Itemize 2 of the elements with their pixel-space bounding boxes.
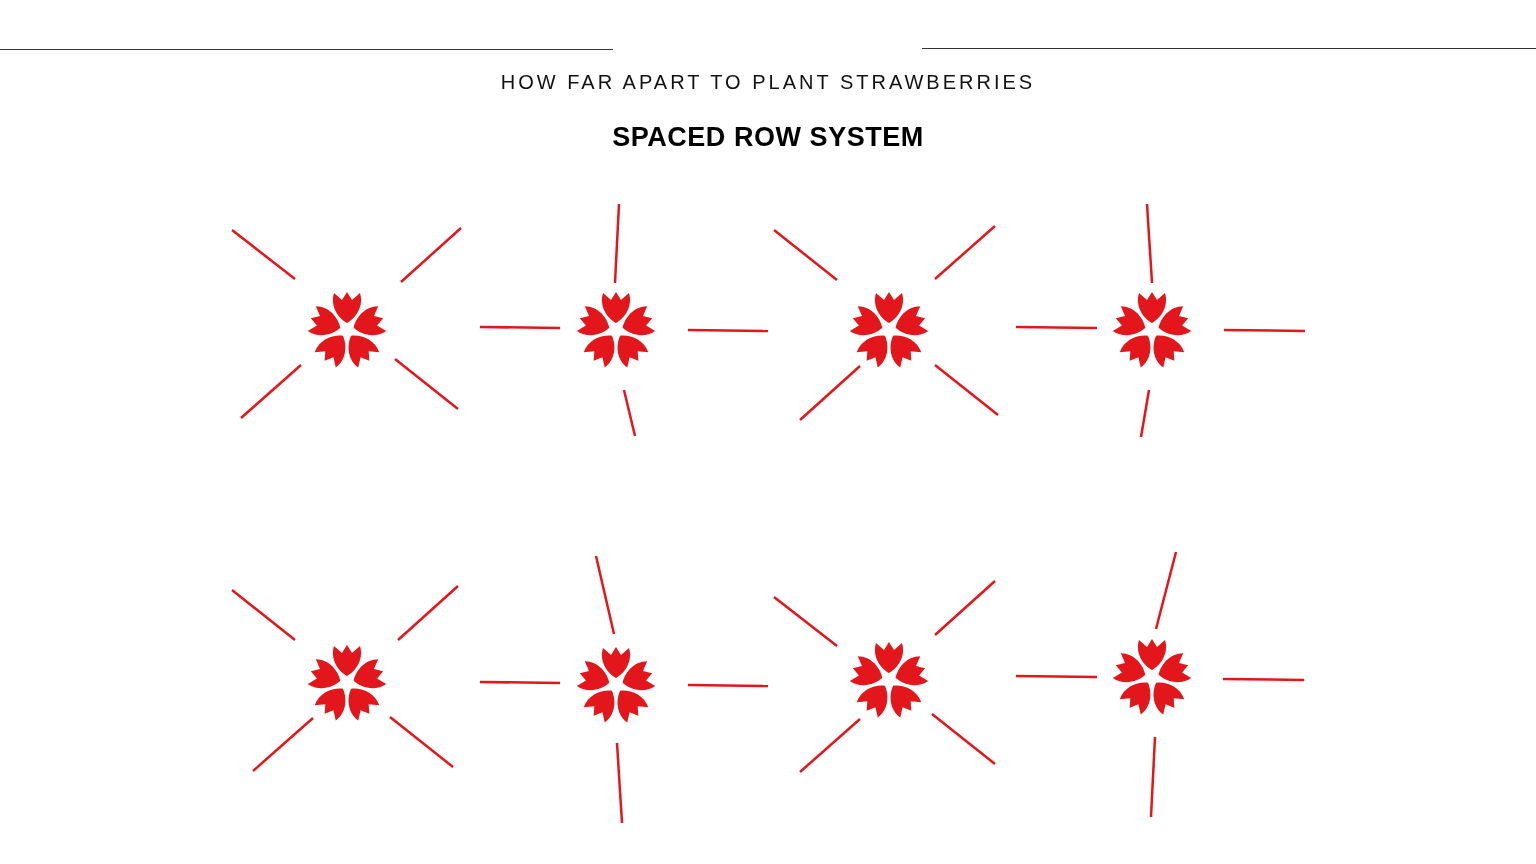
title: SPACED ROW SYSTEM <box>612 121 924 154</box>
subtitle: HOW FAR APART TO PLANT STRAWBERRIES <box>500 70 1036 95</box>
